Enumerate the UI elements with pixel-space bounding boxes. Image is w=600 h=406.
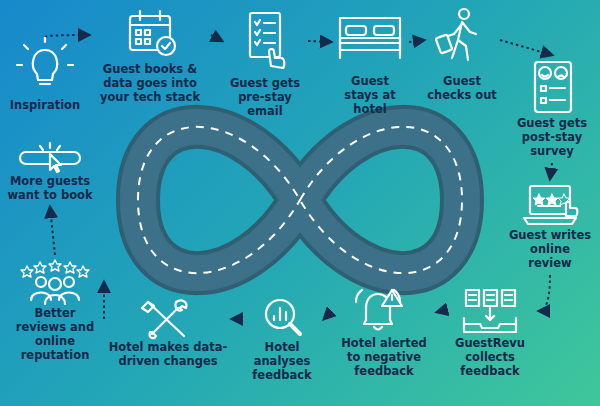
alert-bell-icon <box>356 290 402 330</box>
calendar-icon <box>130 11 175 55</box>
inspiration-step: Inspiration <box>3 40 87 114</box>
book-button-icon <box>20 143 80 172</box>
online-review-icon <box>524 186 577 224</box>
checkout-step: Guest checks out <box>427 6 497 104</box>
dotted-arrow <box>103 282 105 319</box>
collect-step: GuestRevu collects feedback <box>444 286 536 380</box>
stay-step: Guest stays at hotel <box>334 10 406 118</box>
dotted-arrow <box>409 40 424 42</box>
people-stars-icon <box>21 260 89 304</box>
change-step: Hotel makes data-driven changes <box>107 298 229 370</box>
step-label: Guest gets post-stay survey <box>512 116 592 158</box>
step-label: Inspiration <box>3 98 87 112</box>
review-step: Guest writes online review <box>507 182 593 272</box>
dotted-arrow <box>324 312 331 319</box>
pre-stay-step: Guest gets pre-stay email <box>225 6 305 120</box>
book-again-step: More guests want to book <box>2 146 98 204</box>
dotted-arrow <box>308 41 331 42</box>
bed-icon <box>340 18 400 58</box>
dotted-arrow <box>539 275 550 311</box>
dotted-arrow <box>500 40 552 55</box>
step-label: Hotel analyses feedback <box>243 340 321 382</box>
dotted-arrow <box>211 35 222 41</box>
checklist-icon <box>250 13 284 68</box>
step-label: Better reviews and online reputation <box>9 306 101 362</box>
reputation-step: Better reviews and online reputation <box>9 258 101 364</box>
infinity-road <box>138 127 462 273</box>
step-label: GuestRevu collects feedback <box>444 336 536 378</box>
dotted-arrow <box>45 35 89 37</box>
step-label: Guest stays at hotel <box>334 74 406 116</box>
dotted-arrow <box>550 163 552 179</box>
step-label: Guest gets pre-stay email <box>225 76 305 118</box>
booking-step: Guest books & data goes into your tech s… <box>92 8 208 106</box>
feedback-tray-icon <box>464 290 516 332</box>
alert-step: Hotel alerted to negative feedback <box>334 288 434 380</box>
dotted-arrow <box>50 207 55 255</box>
dotted-arrow <box>232 318 240 320</box>
step-label: More guests want to book <box>2 174 98 202</box>
tools-icon <box>142 300 186 338</box>
step-label: Guest checks out <box>427 74 497 102</box>
step-label: Hotel makes data-driven changes <box>107 340 229 368</box>
traveller-icon <box>436 9 476 60</box>
lightbulb-icon <box>17 37 73 84</box>
analysis-magnifier-icon <box>266 300 300 334</box>
survey-step: Guest gets post-stay survey <box>512 58 592 160</box>
step-label: Hotel alerted to negative feedback <box>334 336 434 378</box>
analyse-step: Hotel analyses feedback <box>243 298 321 384</box>
step-label: Guest books & data goes into your tech s… <box>92 62 208 104</box>
survey-icon <box>535 62 571 112</box>
step-label: Guest writes online review <box>507 228 593 270</box>
dotted-arrow <box>437 311 441 312</box>
